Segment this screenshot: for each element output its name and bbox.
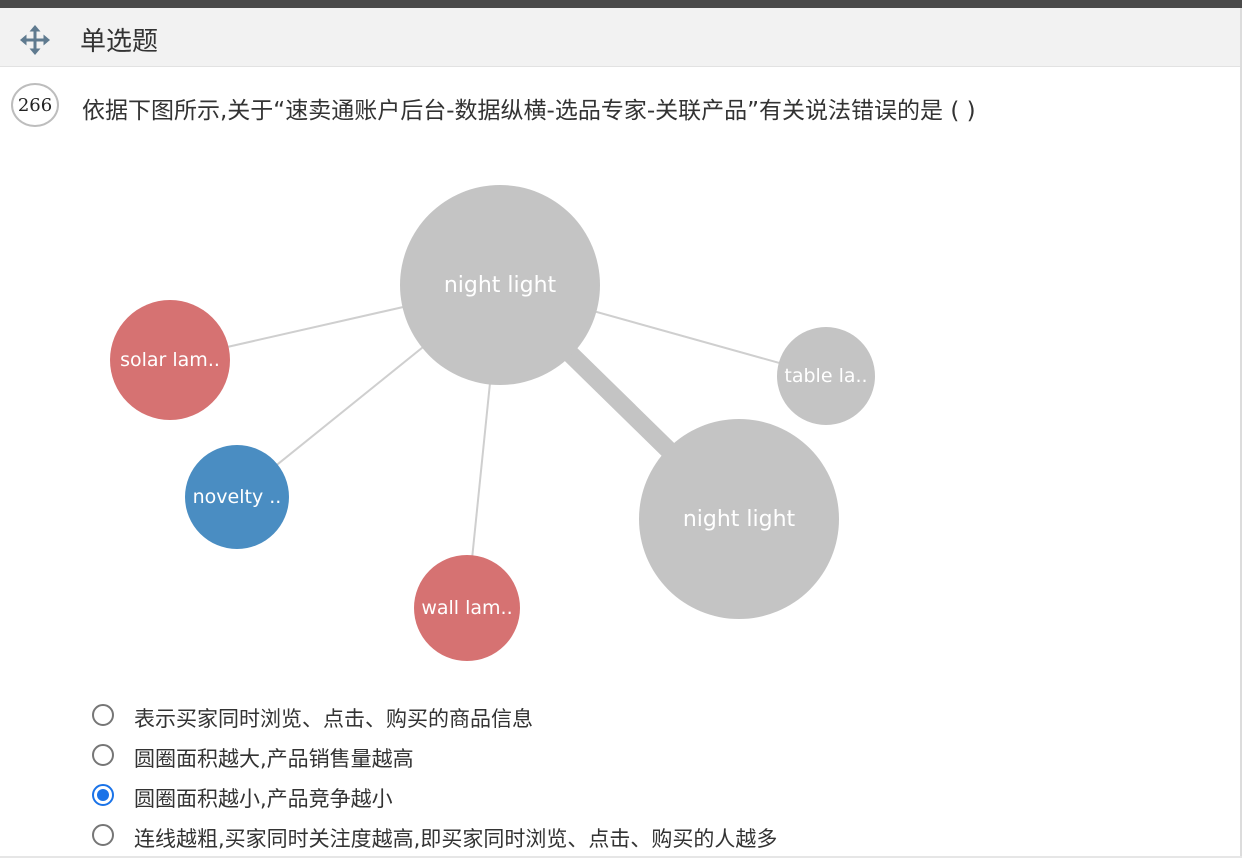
radio-button-selected[interactable] bbox=[92, 784, 114, 806]
radio-button[interactable] bbox=[92, 704, 114, 726]
node-n1: night light bbox=[400, 185, 600, 385]
top-bar bbox=[0, 0, 1242, 8]
node-n5: wall lam.. bbox=[414, 555, 520, 661]
bubble-circle bbox=[400, 185, 600, 385]
question-type-label: 单选题 bbox=[80, 27, 159, 57]
panel-border bbox=[1240, 66, 1242, 856]
bubble-circle bbox=[777, 327, 875, 425]
bubble-label: night light bbox=[683, 507, 796, 532]
bubble-label: night light bbox=[444, 273, 557, 298]
bubble-label: solar lam.. bbox=[120, 349, 220, 371]
question-header: 单选题 bbox=[0, 8, 1242, 67]
node-n3: solar lam.. bbox=[110, 300, 230, 420]
radio-button[interactable] bbox=[92, 744, 114, 766]
option-label[interactable]: 连线越粗,买家同时关注度越高,即买家同时浏览、点击、购买的人越多 bbox=[134, 827, 778, 851]
bottom-divider bbox=[0, 856, 1242, 858]
bubble-circle bbox=[110, 300, 230, 420]
option-label[interactable]: 圆圈面积越小,产品竞争越小 bbox=[134, 787, 393, 811]
node-n2: night light bbox=[639, 419, 839, 619]
radio-button[interactable] bbox=[92, 824, 114, 846]
question-text: 依据下图所示,关于“速卖通账户后台-数据纵横-选品专家-关联产品”有关说法错误的… bbox=[82, 98, 976, 124]
move-arrows-icon[interactable] bbox=[19, 24, 51, 56]
node-n4: novelty .. bbox=[185, 445, 289, 549]
bubble-label: novelty .. bbox=[193, 486, 282, 508]
question-number-badge: 266 bbox=[11, 83, 59, 127]
option-label[interactable]: 表示买家同时浏览、点击、购买的商品信息 bbox=[134, 707, 533, 731]
bubble-label: table la.. bbox=[784, 365, 867, 387]
node-n6: table la.. bbox=[777, 327, 875, 425]
option-label[interactable]: 圆圈面积越大,产品销售量越高 bbox=[134, 747, 414, 771]
bubble-circle bbox=[185, 445, 289, 549]
bubble-circle bbox=[639, 419, 839, 619]
related-products-bubble-diagram: night light night light solar lam.. nove… bbox=[0, 140, 1242, 680]
bubble-circle bbox=[414, 555, 520, 661]
bubble-label: wall lam.. bbox=[421, 597, 512, 619]
